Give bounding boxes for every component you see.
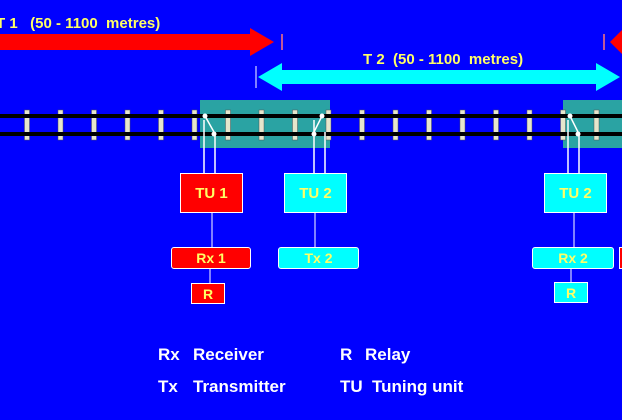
sleeper xyxy=(560,109,566,141)
t2-label: T 2 (50 - 1100 metres) xyxy=(363,51,524,68)
next-unit-edge xyxy=(619,247,622,269)
receiver-1: Rx 1 xyxy=(171,247,251,269)
sleeper xyxy=(57,109,64,141)
legend-rx-text: Receiver xyxy=(193,345,264,364)
sleeper xyxy=(426,109,432,141)
legend-tu-abbr: TU xyxy=(340,377,363,396)
next-red-arrow-head xyxy=(610,30,622,54)
relay-left: R xyxy=(191,283,225,304)
receiver-2: Rx 2 xyxy=(532,247,614,269)
t2-arrow xyxy=(258,63,620,91)
sleeper xyxy=(392,109,399,141)
sleeper xyxy=(24,109,30,141)
sleeper xyxy=(593,109,600,141)
sleeper xyxy=(526,109,533,141)
sleeper xyxy=(91,109,97,141)
sleeper xyxy=(158,109,164,141)
t1-label: T 1 (50 - 1100 metres) xyxy=(0,15,161,32)
sleeper xyxy=(124,109,131,141)
switch-right-1 xyxy=(567,113,581,137)
tu2-right-leads xyxy=(567,120,580,173)
sleeper xyxy=(258,109,265,141)
tuning-zone-right xyxy=(563,100,622,148)
switch-left-1 xyxy=(202,113,217,137)
track-sleepers xyxy=(24,109,600,141)
tuning-unit-2-right: TU 2 xyxy=(544,173,607,213)
sleeper xyxy=(459,109,466,141)
sleeper xyxy=(191,109,198,141)
relay-right: R xyxy=(554,282,588,303)
t1-arrow xyxy=(0,28,274,56)
legend-tu-text: Tuning unit xyxy=(372,377,464,396)
legend-rx-abbr: Rx xyxy=(158,345,180,364)
legend-r-abbr: R xyxy=(340,345,353,364)
tu2-left-leads xyxy=(313,120,326,173)
tuning-zone-left xyxy=(200,100,330,148)
tuning-unit-2-left: TU 2 xyxy=(284,173,347,213)
tuning-unit-1: TU 1 xyxy=(180,173,243,213)
sleeper xyxy=(493,109,499,141)
legend-tx-text: Transmitter xyxy=(193,377,286,396)
sleeper xyxy=(359,109,365,141)
switch-left-2 xyxy=(311,113,325,137)
legend-r-text: Relay xyxy=(365,345,411,364)
sleeper xyxy=(225,109,231,141)
sleeper xyxy=(325,109,332,141)
sleeper xyxy=(292,109,298,141)
transmitter-2: Tx 2 xyxy=(278,247,359,269)
legend-tx-abbr: Tx xyxy=(158,377,178,396)
tu1-leads xyxy=(203,120,216,173)
